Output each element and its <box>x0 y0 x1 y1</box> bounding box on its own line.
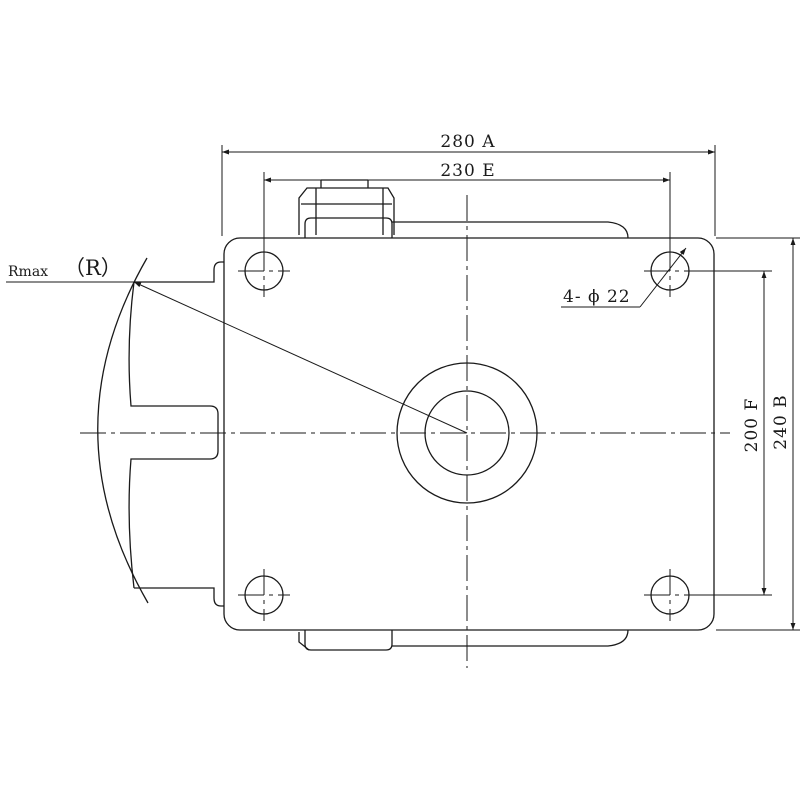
hole-width-label: 230 E <box>440 161 495 181</box>
dimension-hole-width: 230 E <box>263 161 671 250</box>
wheel-profile <box>128 261 224 607</box>
overall-height-label: 240 B <box>771 394 791 449</box>
kingpin-outer-ring <box>396 362 538 504</box>
bottom-housing <box>298 629 629 651</box>
top-nut <box>298 179 395 238</box>
dimension-overall-width: 280 A <box>221 132 716 236</box>
hole-callout-label: 4- ϕ 22 <box>563 287 631 307</box>
kingpin-inner-ring <box>424 390 510 476</box>
overall-width-label: 280 A <box>440 132 495 152</box>
swivel-radius-arc <box>97 257 149 604</box>
radius-callout: Rmax （R） <box>6 256 468 434</box>
hole-height-label: 200 F <box>742 398 762 453</box>
dimension-hole-height: 200 F <box>690 270 772 596</box>
mounting-hole-top-left <box>238 245 290 297</box>
mounting-plate <box>223 237 715 631</box>
radius-prefix-label: Rmax <box>8 264 48 280</box>
mounting-hole-bottom-left <box>238 569 290 621</box>
mounting-hole-bottom-right <box>644 569 696 621</box>
dimension-overall-height: 240 B <box>716 237 800 631</box>
hole-callout: 4- ϕ 22 <box>561 247 687 308</box>
radius-value-label: （R） <box>64 256 122 280</box>
mounting-hole-top-right <box>644 245 696 297</box>
top-housing <box>392 221 629 239</box>
